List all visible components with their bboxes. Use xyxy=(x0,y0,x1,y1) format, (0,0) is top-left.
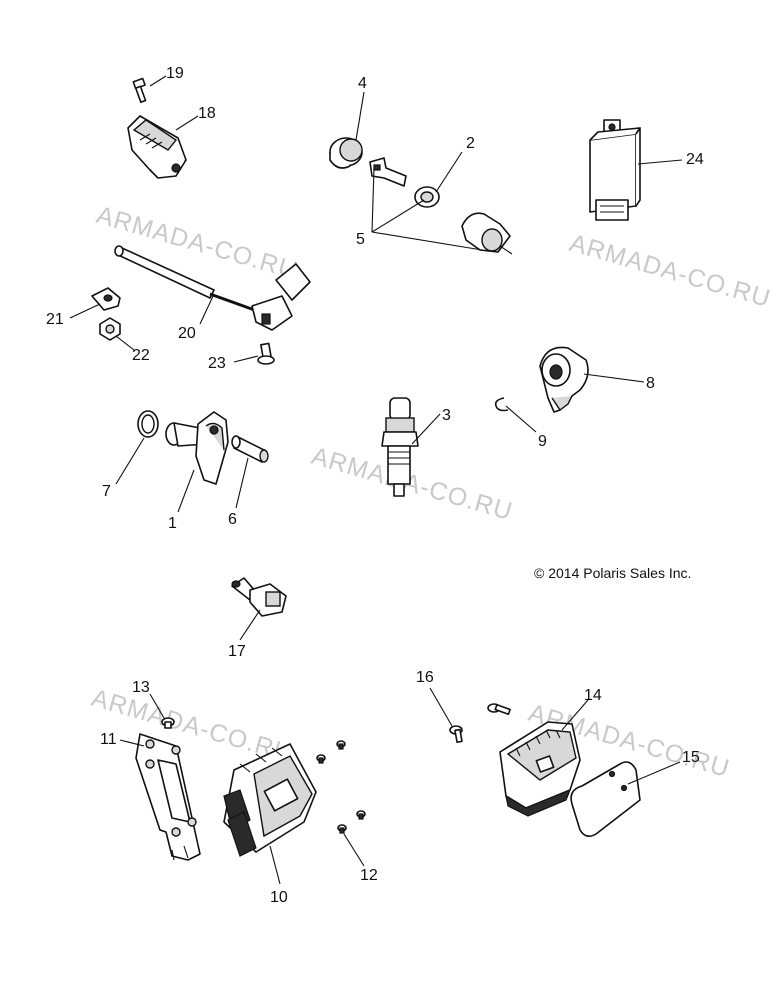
part-7-o-ring xyxy=(137,410,159,438)
part-4-cap xyxy=(329,137,363,169)
part-20-speed-sensor-cable xyxy=(114,245,311,331)
part-17-temperature-sensor xyxy=(231,577,287,617)
watermark: ARMADA-CO.RU xyxy=(93,201,301,285)
callout-15: 15 xyxy=(682,749,700,766)
callout-10: 10 xyxy=(270,889,288,906)
callout-16: 16 xyxy=(416,669,434,686)
part-5-switch xyxy=(461,212,513,255)
part-21-clip xyxy=(91,287,121,311)
callout-23: 23 xyxy=(208,355,226,372)
callout-19: 19 xyxy=(166,65,184,82)
callout-14: 14 xyxy=(584,687,602,704)
part-18-map-sensor xyxy=(127,115,187,179)
part-3-oxygen-sensor xyxy=(381,397,419,497)
part-24-relay xyxy=(589,119,641,221)
callout-7: 7 xyxy=(102,483,111,500)
callout-18: 18 xyxy=(198,105,216,122)
part-22-nut xyxy=(99,317,121,341)
part-10-ecu xyxy=(223,743,317,857)
part-13-bolt xyxy=(161,717,175,729)
part-23-screw xyxy=(257,342,275,365)
callout-21: 21 xyxy=(46,311,64,328)
callout-17: 17 xyxy=(228,643,246,660)
part-8-knock-sensor xyxy=(539,346,589,413)
callout-3: 3 xyxy=(442,407,451,424)
part-2-nut xyxy=(414,186,440,208)
part-19-bolt xyxy=(132,77,147,104)
callout-12: 12 xyxy=(360,867,378,884)
part-1-cam-position-sensor xyxy=(165,411,229,485)
callout-9: 9 xyxy=(538,433,547,450)
callout-13: 13 xyxy=(132,679,150,696)
part-6-bushing xyxy=(231,435,269,463)
part-15-cover xyxy=(570,761,641,838)
callout-11: 11 xyxy=(100,731,117,748)
part-14-fuse-box xyxy=(499,721,581,817)
part-9-retaining-clip xyxy=(494,397,509,412)
callout-4: 4 xyxy=(358,75,367,92)
part-16-bolts xyxy=(449,703,511,744)
part-12-screws xyxy=(316,740,366,834)
watermark: ARMADA-CO.RU xyxy=(566,229,774,313)
callout-24: 24 xyxy=(686,151,704,168)
leader-lines xyxy=(69,75,683,885)
callout-2: 2 xyxy=(466,135,475,152)
callout-5: 5 xyxy=(356,231,365,248)
callout-22: 22 xyxy=(132,347,150,364)
callout-8: 8 xyxy=(646,375,655,392)
callout-20: 20 xyxy=(178,325,196,342)
callout-6: 6 xyxy=(228,511,237,528)
copyright-notice: © 2014 Polaris Sales Inc. xyxy=(534,565,691,581)
callout-1: 1 xyxy=(168,515,177,532)
part-11-ecu-bracket xyxy=(135,733,201,861)
watermark: ARMADA-CO.RU xyxy=(308,442,516,526)
part-5-bracket xyxy=(369,157,407,187)
